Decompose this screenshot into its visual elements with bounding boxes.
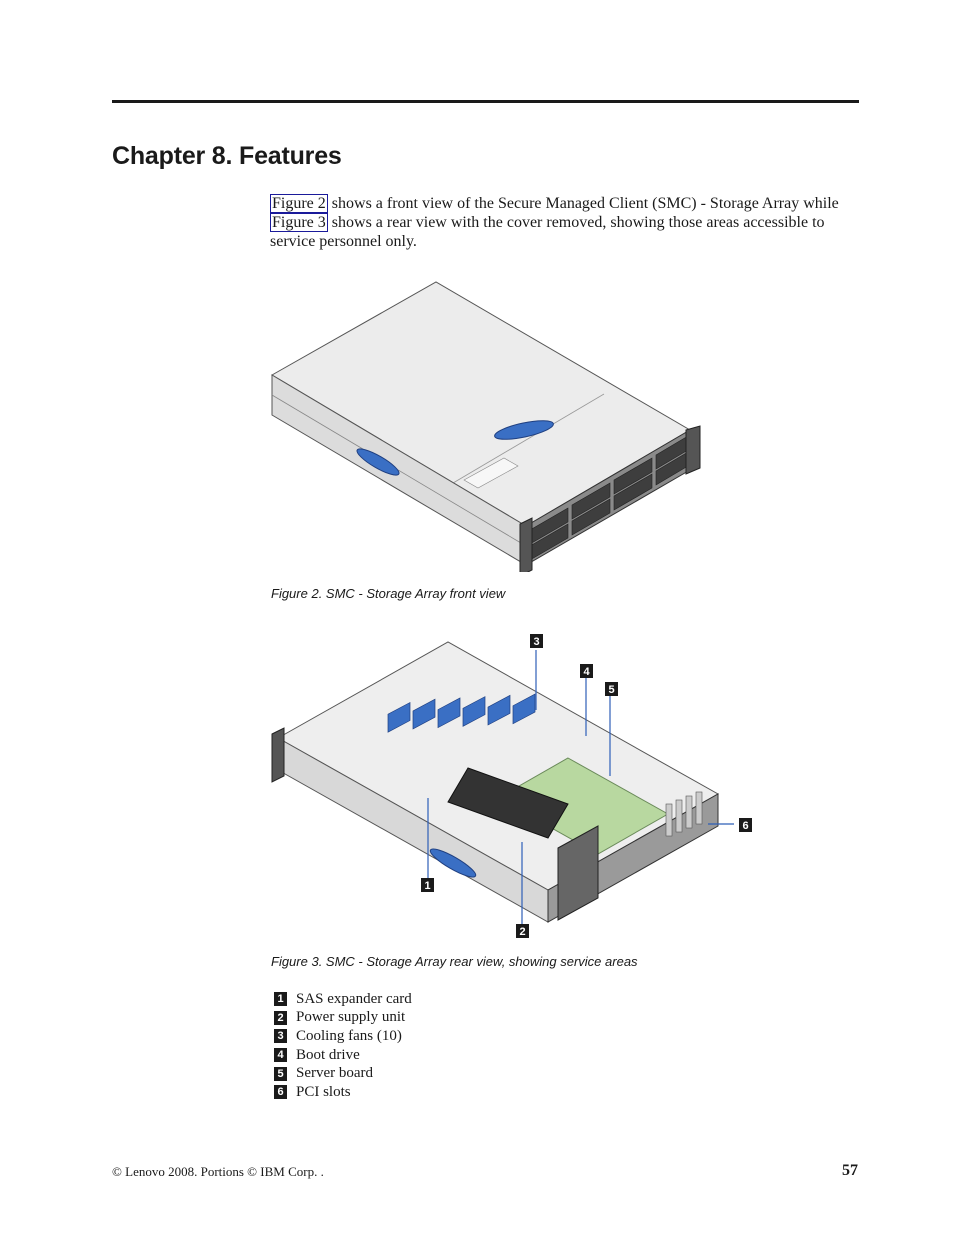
footer-copyright: © Lenovo 2008. Portions © IBM Corp. . [112,1164,324,1179]
callout-3: 3 [530,634,543,648]
svg-text:3: 3 [533,636,539,648]
legend-number: 6 [274,1085,287,1100]
svg-text:5: 5 [608,684,614,696]
legend-item: 2 Power supply unit [274,1009,412,1028]
legend-number: 2 [274,1010,287,1025]
callout-1: 1 [421,878,434,892]
legend-number: 4 [274,1048,287,1063]
figure-2-link[interactable]: Figure 2 [270,194,328,213]
callout-6: 6 [739,818,752,832]
chapter-title: Chapter 8. Features [112,142,342,170]
legend-label: Boot drive [296,1046,360,1063]
figure-3-caption: Figure 3. SMC - Storage Array rear view,… [271,954,638,969]
svg-text:2: 2 [519,926,525,938]
legend-item: 6 PCI slots [274,1083,412,1102]
svg-text:4: 4 [583,666,590,678]
legend-number: 1 [274,992,287,1007]
legend-item: 1 SAS expander card [274,990,412,1009]
intro-text-1: shows a front view of the Secure Managed… [327,195,839,212]
legend-label: Cooling fans (10) [296,1027,402,1044]
callout-4: 4 [580,664,593,678]
figure-2-front-view-image [271,281,701,572]
figure-3-link[interactable]: Figure 3 [270,213,328,232]
figure-3-rear-view-image: 3 4 5 6 1 2 [271,634,752,938]
legend-number: 3 [274,1029,287,1044]
legend-item: 5 Server board [274,1064,412,1083]
legend-label: SAS expander card [296,990,412,1007]
legend-number: 5 [274,1066,287,1081]
page-number: 57 [842,1162,858,1179]
callout-2: 2 [516,924,529,938]
legend-label: Power supply unit [296,1009,406,1026]
intro-paragraph: Figure 2 shows a front view of the Secur… [270,194,850,251]
chapter-rule [112,100,859,103]
svg-text:6: 6 [742,820,748,832]
legend-item: 3 Cooling fans (10) [274,1027,412,1046]
callout-5: 5 [605,682,618,696]
legend-label: PCI slots [296,1083,351,1100]
legend-item: 4 Boot drive [274,1046,412,1065]
legend-label: Server board [296,1065,374,1082]
svg-text:1: 1 [424,880,430,892]
figure-2-caption: Figure 2. SMC - Storage Array front view [271,586,506,601]
intro-text-2: shows a rear view with the cover removed… [270,214,825,250]
